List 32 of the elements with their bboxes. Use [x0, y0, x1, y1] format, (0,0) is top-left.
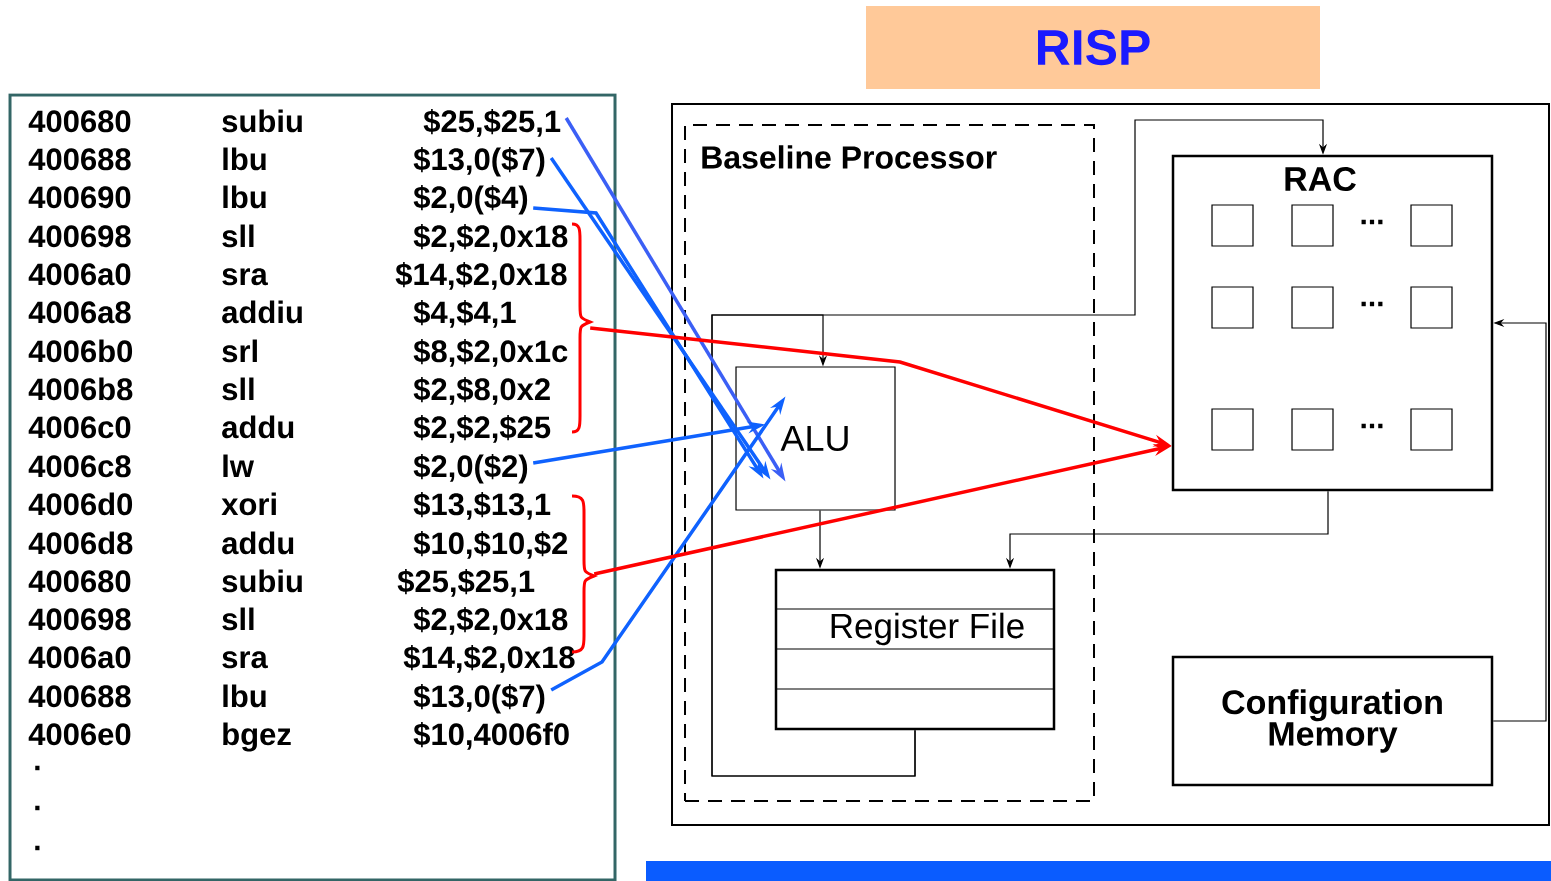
code-line: 4006c8 lw $2,0($2) — [28, 454, 528, 484]
ellipsis: ... — [1361, 301, 1383, 307]
code-line: 4006d8 addu $10,$10,$2 — [28, 531, 568, 559]
code-line: 4006b8 sll $2,$8,0x2 — [28, 377, 550, 405]
memory-box: Configuration Memory — [1171, 655, 1494, 787]
ellipsis: . — [35, 765, 40, 771]
system-box — [671, 103, 1550, 826]
code-line: 400680 subiu $25,$25,1 — [28, 569, 535, 597]
code-line: 4006a0 sra $14,$2,0x18 — [28, 262, 567, 290]
code-line: 4006e0 bgez $10,4006f0 — [28, 722, 569, 752]
code-line: 4006b0 srl $8,$2,0x1c — [28, 339, 568, 367]
code-line: 400690 lbu $2,0($4) — [28, 185, 528, 215]
ellipsis: . — [35, 805, 40, 811]
ellipsis: ... — [1361, 219, 1383, 225]
ellipsis: ... — [1361, 423, 1383, 429]
code-line: 4006a0 sra $14,$2,0x18 — [28, 645, 575, 673]
code-line: 4006d0 xori $13,$13,1 — [28, 492, 551, 520]
alu-box: ALU — [735, 366, 896, 511]
ellipsis: . — [35, 845, 40, 851]
register-file-box: Register File — [774, 568, 1056, 731]
arrow — [711, 119, 1328, 777]
code-listing-box — [8, 93, 617, 881]
code-line: 400698 sll $2,$2,0x18 — [28, 607, 568, 635]
title-band: RISP — [866, 6, 1320, 89]
code-line: 400688 lbu $13,0($7) — [28, 147, 545, 177]
curly-brace — [571, 222, 592, 434]
code-line: 400698 sll $2,$2,0x18 — [28, 224, 568, 252]
code-line: 400688 lbu $13,0($7) — [28, 684, 545, 714]
bottom-bar — [646, 861, 1551, 881]
code-line: 4006a8 addiu $4,$4,1 — [28, 300, 516, 328]
code-line: 4006c0 addu $2,$2,$25 — [28, 415, 551, 443]
code-line: 400680 subiu $25,$25,1 — [28, 109, 561, 137]
